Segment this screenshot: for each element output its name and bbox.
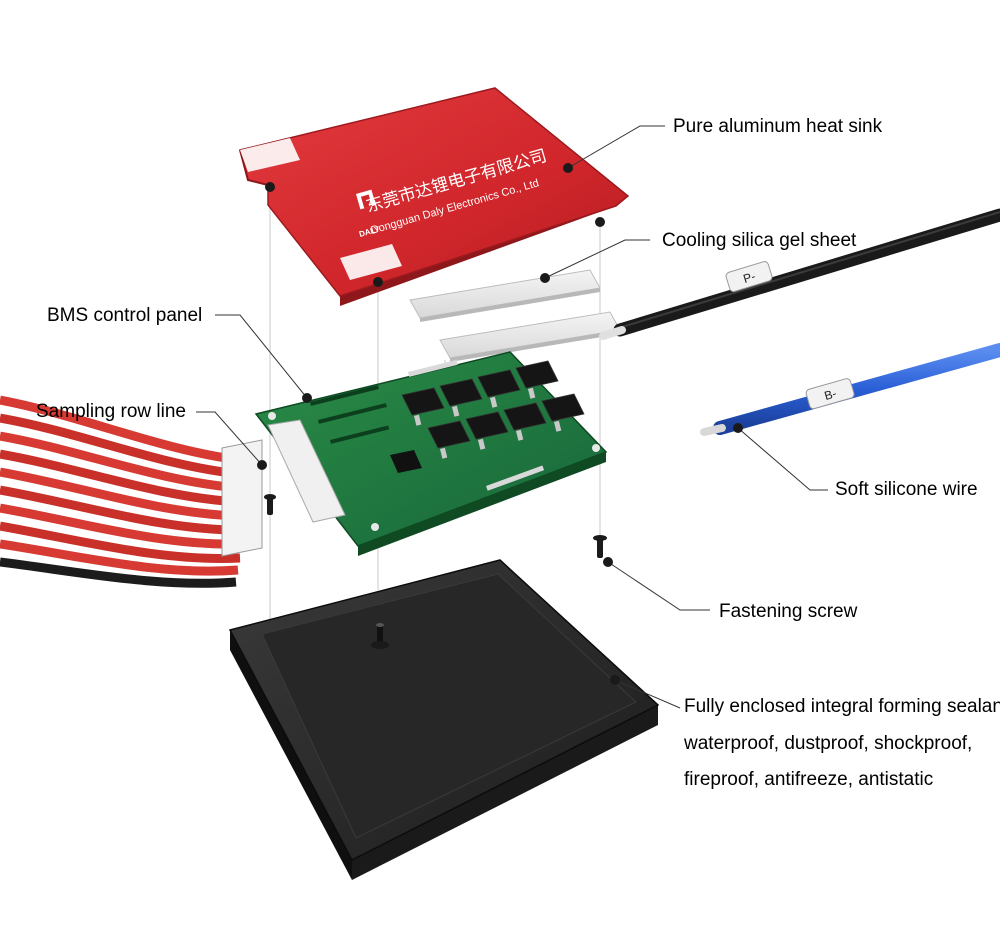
bms-pcb [254, 351, 608, 556]
black-wire: P- [599, 208, 1000, 340]
label-bms-panel: BMS control panel [47, 305, 203, 326]
leader-lines [196, 125, 828, 709]
blue-silicone-wire: B- [700, 343, 1000, 436]
label-enclosure-line3: fireproof, antifreeze, antistatic [684, 769, 934, 790]
label-heat-sink: Pure aluminum heat sink [673, 116, 883, 137]
leader-dots [257, 163, 743, 685]
label-sampling-line: Sampling row line [36, 401, 186, 422]
blue-wire-tag: B- [823, 386, 838, 403]
cooling-gel-sheets [409, 269, 621, 362]
sampling-ribbon-cable [0, 395, 263, 588]
label-screw: Fastening screw [719, 601, 858, 622]
fastening-screws [264, 494, 607, 558]
black-enclosure [228, 559, 660, 880]
label-gel-sheet: Cooling silica gel sheet [662, 230, 857, 251]
heat-sink-plate: 东莞市达锂电子有限公司 Dongguan Daly Electronics Co… [239, 87, 630, 306]
black-wire-tag: P- [742, 269, 758, 286]
label-enclosure-line1: Fully enclosed integral forming sealant [684, 696, 1000, 717]
label-silicone-wire: Soft silicone wire [835, 479, 978, 500]
label-enclosure-line2: waterproof, dustproof, shockproof, [684, 733, 973, 754]
